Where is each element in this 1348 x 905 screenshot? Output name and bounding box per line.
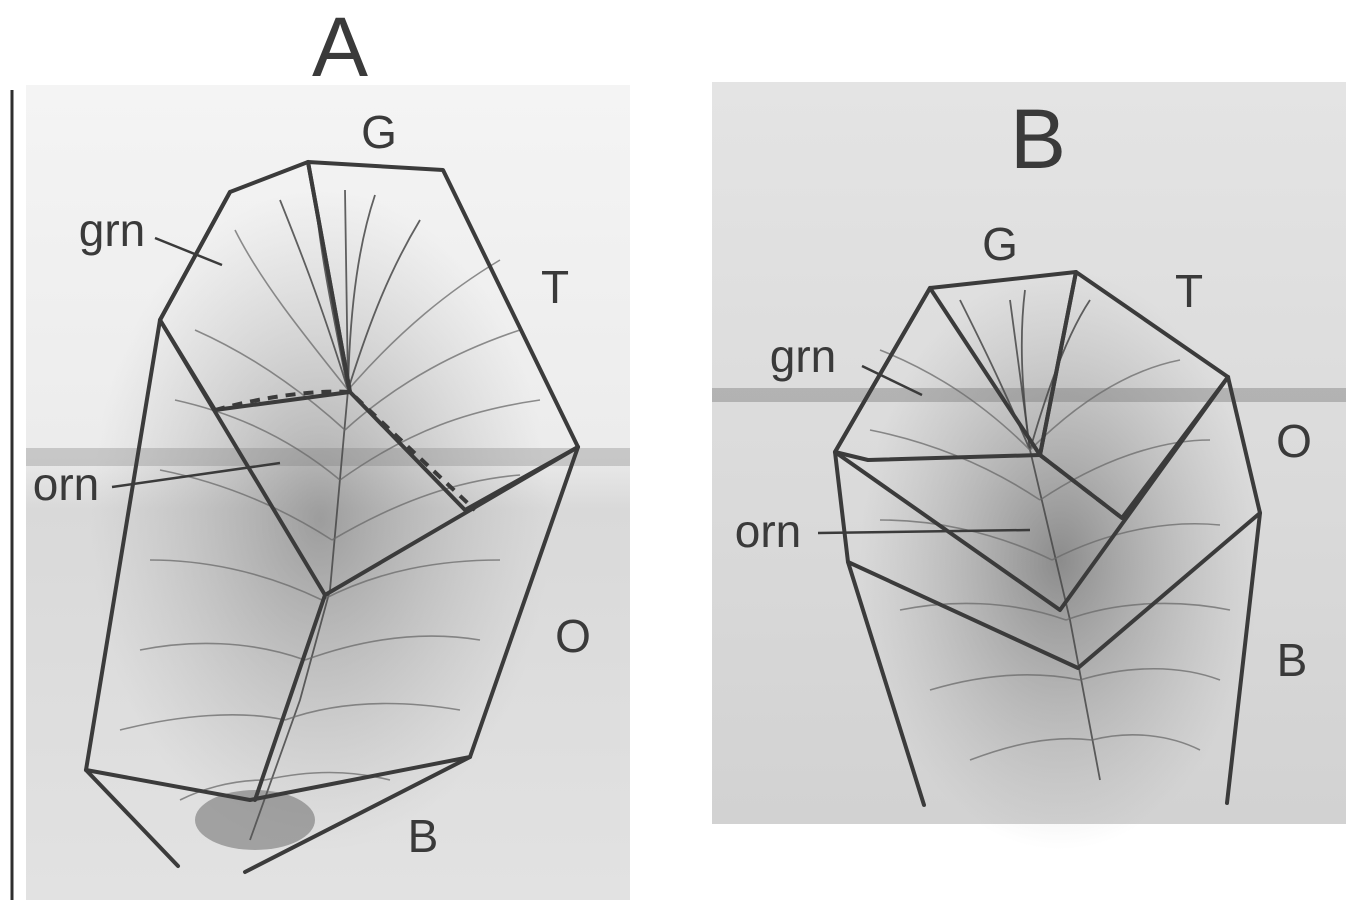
panel-b-label-grn: grn xyxy=(770,330,836,382)
panel-a-label-b: B xyxy=(408,810,439,862)
panel-b: B G T O B grn orn xyxy=(712,82,1346,850)
panel-a-letter: A xyxy=(312,0,368,94)
panel-b-label-t: T xyxy=(1175,265,1203,317)
panel-a-feather-glow xyxy=(90,190,550,850)
panel-a-label-g: G xyxy=(361,106,397,158)
panel-a-label-t: T xyxy=(541,261,569,313)
panel-a-label-o: O xyxy=(555,610,591,662)
panel-b-label-g: G xyxy=(982,218,1018,270)
panel-b-label-orn: orn xyxy=(735,505,801,557)
panel-a: A G T O B grn orn xyxy=(12,0,630,900)
panel-a-label-orn: orn xyxy=(33,458,99,510)
panel-b-label-b: B xyxy=(1277,634,1308,686)
panel-b-letter: B xyxy=(1010,92,1066,186)
panel-a-label-grn: grn xyxy=(79,204,145,256)
panel-b-label-o: O xyxy=(1276,415,1312,467)
